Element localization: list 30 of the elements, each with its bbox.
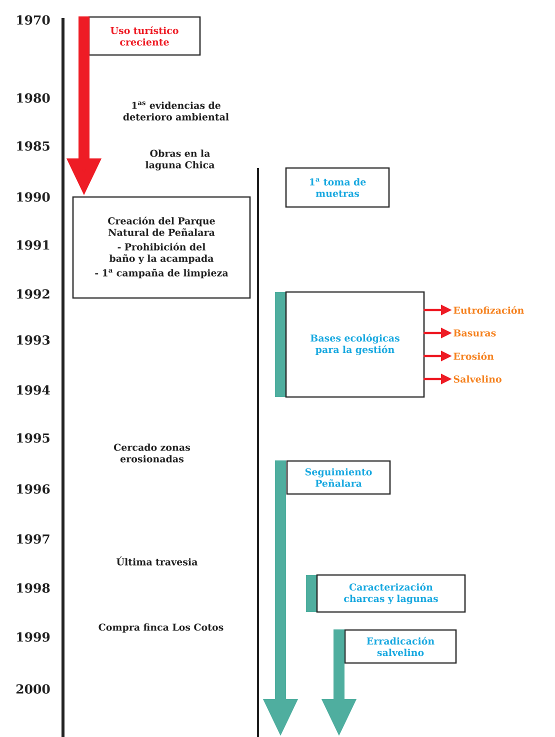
- year-label: 1997: [17, 534, 50, 544]
- year-label: 1992: [17, 289, 50, 299]
- event-label: Cercado zonas erosionadas: [114, 444, 190, 462]
- event-box: Caracterización charcas y lagunas: [316, 574, 466, 613]
- topic-label: Erosión: [454, 352, 494, 360]
- year-label: 1999: [17, 632, 50, 642]
- year-label: 1998: [17, 583, 50, 593]
- year-label: 1980: [17, 93, 50, 103]
- event-box: Bases ecológicas para la gestión: [285, 291, 425, 398]
- year-label: 2000: [16, 684, 50, 694]
- topic-label: Eutrofización: [454, 306, 524, 314]
- year-label: 1994: [17, 385, 50, 395]
- year-label: 1970: [17, 15, 50, 25]
- year-label: 1990: [17, 192, 50, 202]
- event-label: Última travesia: [116, 556, 198, 566]
- topic-label: Salvelino: [454, 375, 502, 383]
- event-box: Creación del Parque Natural de Peñalara - Prohibición del baño y la acampada - 1$^{a}$ campaña de limpieza: [72, 196, 251, 299]
- event-box: Erradicación salvelino: [344, 629, 457, 664]
- year-label: 1993: [17, 335, 50, 345]
- event-label: 1$^{as}$ evidencias de deterioro ambiental: [123, 102, 229, 121]
- event-label: Obras en la laguna Chica: [146, 150, 215, 170]
- year-label: 1991: [17, 240, 50, 250]
- event-box: 1$^{a}$ toma de muetras: [285, 167, 390, 208]
- event-box: Seguimiento Peñalara: [286, 460, 391, 495]
- year-label: 1995: [17, 433, 50, 443]
- topic-label: Basuras: [454, 329, 496, 337]
- year-label: 1985: [17, 141, 50, 151]
- year-label: 1996: [17, 484, 50, 494]
- event-box: Uso turístico creciente: [88, 16, 201, 56]
- event-label: Compra finca Los Cotos: [98, 623, 224, 633]
